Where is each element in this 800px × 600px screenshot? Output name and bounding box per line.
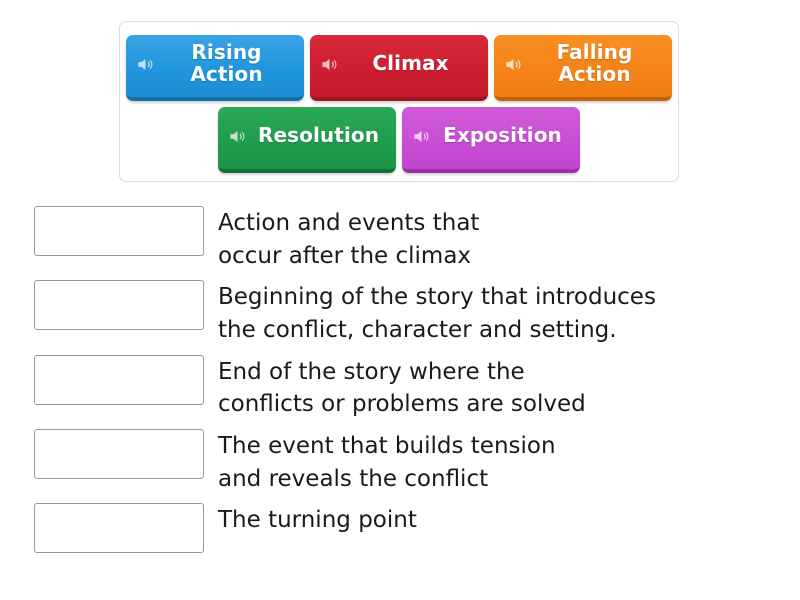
speaker-icon[interactable] [228, 127, 247, 146]
tile-label: Climax [372, 51, 449, 76]
draggable-tiles-tray: Rising Action Climax Falling Action [119, 21, 679, 182]
answer-row: The event that builds tension and reveal… [34, 428, 779, 495]
tile-label: Exposition [443, 123, 562, 148]
answer-text: The event that builds tension and reveal… [218, 432, 556, 492]
tile-exposition[interactable]: Exposition [402, 107, 580, 173]
answer-text: Beginning of the story that introduces t… [218, 284, 656, 343]
tile-label: Rising Action [190, 40, 263, 86]
speaker-icon[interactable] [136, 55, 155, 74]
answer-row: End of the story where the conflicts or … [34, 354, 779, 421]
answer-text: End of the story where the conflicts or … [218, 358, 586, 418]
speaker-icon[interactable] [504, 55, 523, 74]
tile-resolution[interactable]: Resolution [218, 107, 396, 173]
tile-label: Falling Action [556, 40, 633, 86]
drop-box[interactable] [34, 206, 204, 256]
answer-list: Action and events that occur after the c… [34, 206, 779, 561]
tile-row-1: Rising Action Climax Falling Action [120, 35, 678, 101]
answer-row: Action and events that occur after the c… [34, 206, 779, 272]
answer-row: The turning point [34, 503, 779, 554]
answer-text: Action and events that occur after the c… [218, 210, 480, 269]
tile-falling-action[interactable]: Falling Action [494, 35, 672, 101]
tile-label: Resolution [257, 123, 380, 148]
speaker-icon[interactable] [412, 127, 431, 146]
answer-row: Beginning of the story that introduces t… [34, 280, 779, 346]
tile-row-2: Resolution Exposition [120, 107, 678, 173]
drop-box[interactable] [34, 428, 204, 479]
tile-climax[interactable]: Climax [310, 35, 488, 101]
drop-box[interactable] [34, 503, 204, 554]
answer-text: The turning point [218, 507, 417, 534]
drop-box[interactable] [34, 354, 204, 405]
speaker-icon[interactable] [320, 55, 339, 74]
drop-box[interactable] [34, 280, 204, 331]
tile-rising-action[interactable]: Rising Action [126, 35, 304, 101]
